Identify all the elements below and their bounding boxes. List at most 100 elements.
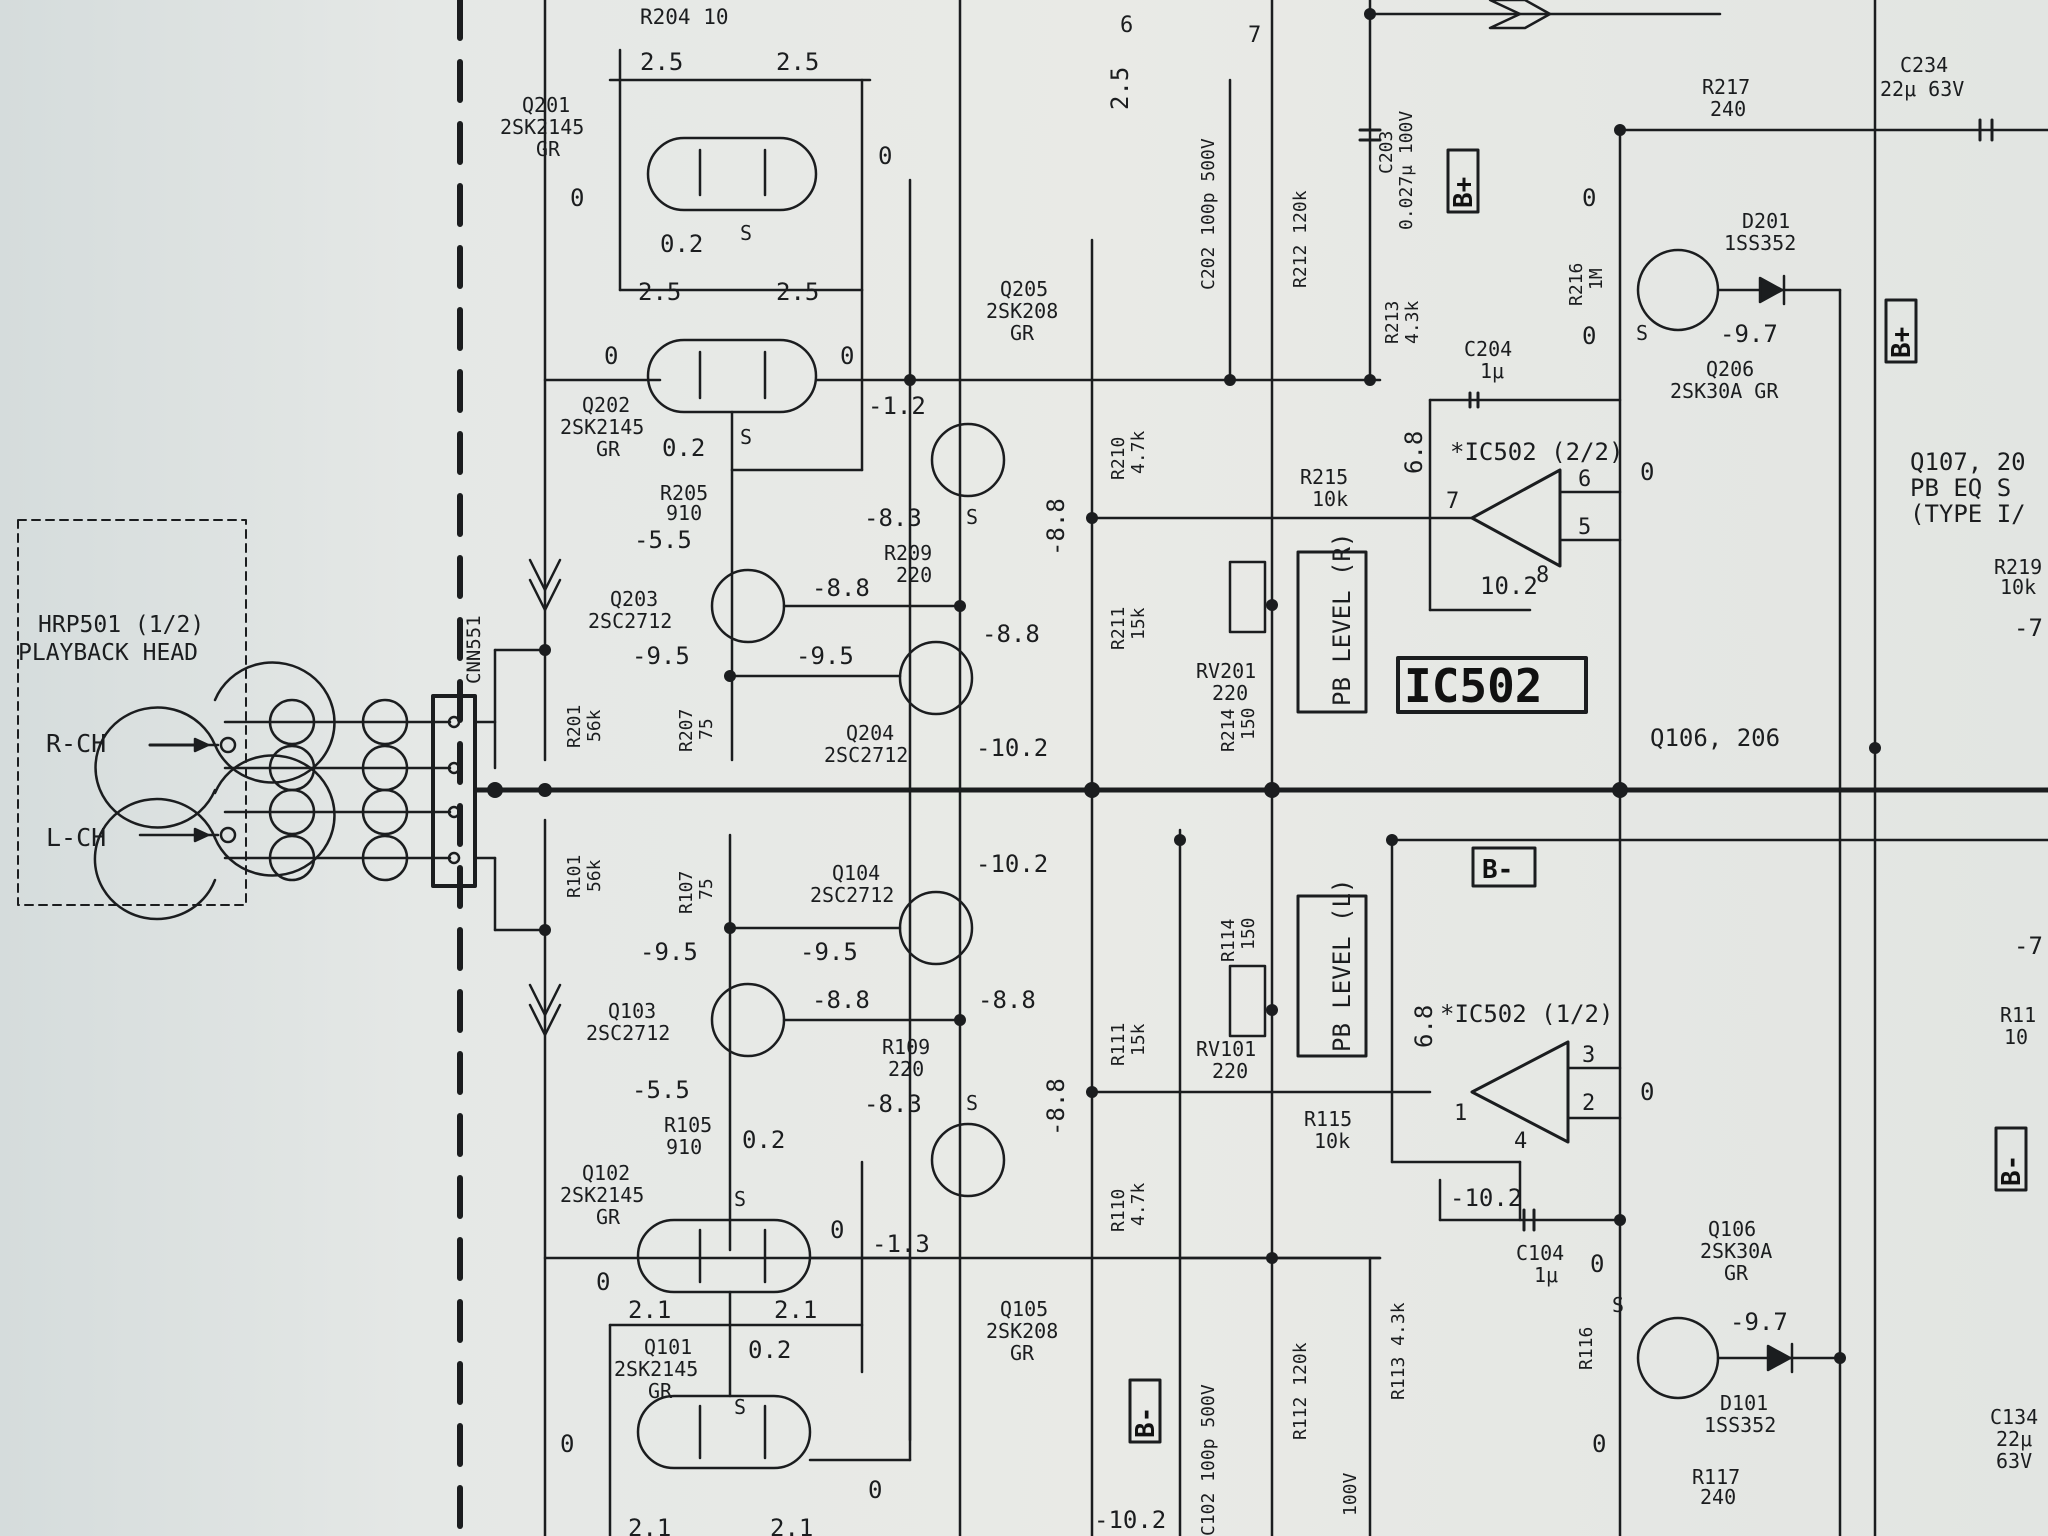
schematic-stroke — [1084, 782, 1100, 798]
schematic-label: 1μ — [1534, 1263, 1558, 1287]
r117-label: R117 — [1692, 1465, 1740, 1489]
schematic-label: 0 — [1640, 1078, 1654, 1106]
schematic-stroke — [904, 374, 916, 386]
bplus-tag-upper — [1446, 148, 1480, 214]
r115-label: R115 — [1304, 1107, 1352, 1131]
schematic-stroke — [1386, 834, 1398, 846]
schematic-label: 10.2 — [1480, 572, 1538, 600]
q106 — [1636, 1316, 1720, 1400]
q206 — [1636, 248, 1720, 332]
r116-label: R116 — [1576, 1327, 1597, 1370]
q101-package — [636, 1394, 812, 1470]
schematic-stroke — [528, 983, 562, 1037]
schematic-label: -1.2 — [868, 392, 926, 420]
schematic-stroke — [539, 924, 551, 936]
bplus-arrow — [1488, 0, 1552, 30]
r201-label: R201 — [564, 705, 585, 748]
schematic-label: GR — [596, 437, 621, 461]
schematic-stroke — [1086, 512, 1098, 524]
schematic-label: 0 — [1592, 1430, 1606, 1458]
schematic-label: 5 — [1578, 515, 1591, 540]
c234-label: C234 — [1900, 53, 1948, 77]
rv201-label: RV201 — [1196, 659, 1256, 683]
schematic-stroke — [1612, 782, 1628, 798]
schematic-label: 2SK30A — [1700, 1239, 1772, 1263]
schematic-label: 56k — [584, 709, 605, 742]
bplus-text-right: B+ — [1887, 327, 1917, 358]
ic502-lower-label: *IC502 (1/2) — [1440, 1000, 1613, 1028]
ic502-upper-label: *IC502 (2/2) — [1450, 438, 1623, 466]
r11x-label: R11 — [2000, 1003, 2036, 1027]
schematic-label: 2SK30A GR — [1670, 379, 1779, 403]
schematic-label: 0 — [868, 1476, 882, 1504]
schematic-label: 2SC2712 — [810, 883, 894, 907]
schematic-stroke — [954, 1014, 966, 1026]
q103-label: Q103 — [608, 999, 656, 1023]
r101-label: R101 — [564, 855, 585, 898]
schematic-label: GR — [648, 1379, 673, 1403]
schematic-label: 0 — [1590, 1250, 1604, 1278]
bplus-text-upper: B+ — [1449, 177, 1479, 208]
schematic-label: 220 — [1212, 681, 1248, 705]
schematic-stroke — [447, 715, 461, 729]
voltage-label: 2.5 — [640, 48, 683, 76]
bminus-text-lower: B- — [1131, 1407, 1161, 1438]
schematic-label: S — [734, 1395, 746, 1419]
schematic-label: 15k — [1128, 1023, 1149, 1056]
schematic-stroke — [1266, 1252, 1278, 1264]
schematic-label: 0.2 — [742, 1126, 785, 1154]
schematic-label: -8.8 — [1042, 498, 1070, 556]
schematic-label: -1.3 — [872, 1230, 930, 1258]
d101-label: D101 — [1720, 1391, 1768, 1415]
bplus-tag-right — [1884, 298, 1918, 364]
schematic-label: 240 — [1710, 97, 1746, 121]
schematic-label: 6.8 — [1410, 1005, 1438, 1048]
schematic-stroke — [193, 827, 210, 843]
schematic-label: 0 — [596, 1268, 610, 1296]
d201 — [1758, 276, 1784, 304]
r219-label: R219 — [1994, 555, 2042, 579]
schematic-label: 2SK2145 — [560, 415, 644, 439]
q201-package — [646, 136, 818, 212]
schematic-label: 10k — [2000, 575, 2036, 599]
schematic-label: GR — [1010, 321, 1035, 345]
schematic-label: S — [740, 425, 752, 449]
schematic-stroke — [268, 788, 316, 836]
q204 — [898, 640, 974, 716]
r217-label: R217 — [1702, 75, 1750, 99]
schematic-label: 2SC2712 — [586, 1021, 670, 1045]
head-box — [17, 519, 247, 906]
schematic-label: 2.1 — [628, 1514, 671, 1536]
schematic-label: 0 — [560, 1430, 574, 1458]
d201-label: D201 — [1742, 209, 1790, 233]
schematic-label: 150 — [1238, 707, 1259, 740]
schematic-label: 75 — [696, 718, 717, 740]
head-title-2: PLAYBACK HEAD — [18, 640, 198, 666]
pb-level-l-box — [1296, 894, 1368, 1058]
schematic-stroke — [361, 788, 409, 836]
schematic-stroke — [447, 805, 461, 819]
r109-label: R109 — [882, 1035, 930, 1059]
schematic-label: 220 — [896, 563, 932, 587]
q204-label: Q204 — [846, 721, 894, 745]
rv101-label: RV101 — [1196, 1037, 1256, 1061]
r112-label: R112 120k — [1290, 1342, 1311, 1440]
schematic-stroke — [94, 706, 217, 829]
schematic-stroke — [219, 826, 237, 844]
schematic-label: 3 — [1582, 1043, 1595, 1068]
schematic-label: 2SK2145 — [560, 1183, 644, 1207]
schematic-label: -10.2 — [976, 734, 1048, 762]
schematic-stroke — [1614, 124, 1626, 136]
schematic-label: 220 — [1212, 1059, 1248, 1083]
pin-number: 6 — [1120, 13, 1133, 38]
l-ch-label: L-CH — [46, 823, 106, 852]
schematic-label: 0 — [1582, 322, 1596, 350]
schematic-label: -10.2 — [976, 850, 1048, 878]
schematic-label: -9.5 — [796, 642, 854, 670]
schematic-stroke — [724, 922, 736, 934]
q205-label: Q205 — [1000, 277, 1048, 301]
schematic-stroke — [1266, 1004, 1278, 1016]
schematic-label: 220 — [888, 1057, 924, 1081]
